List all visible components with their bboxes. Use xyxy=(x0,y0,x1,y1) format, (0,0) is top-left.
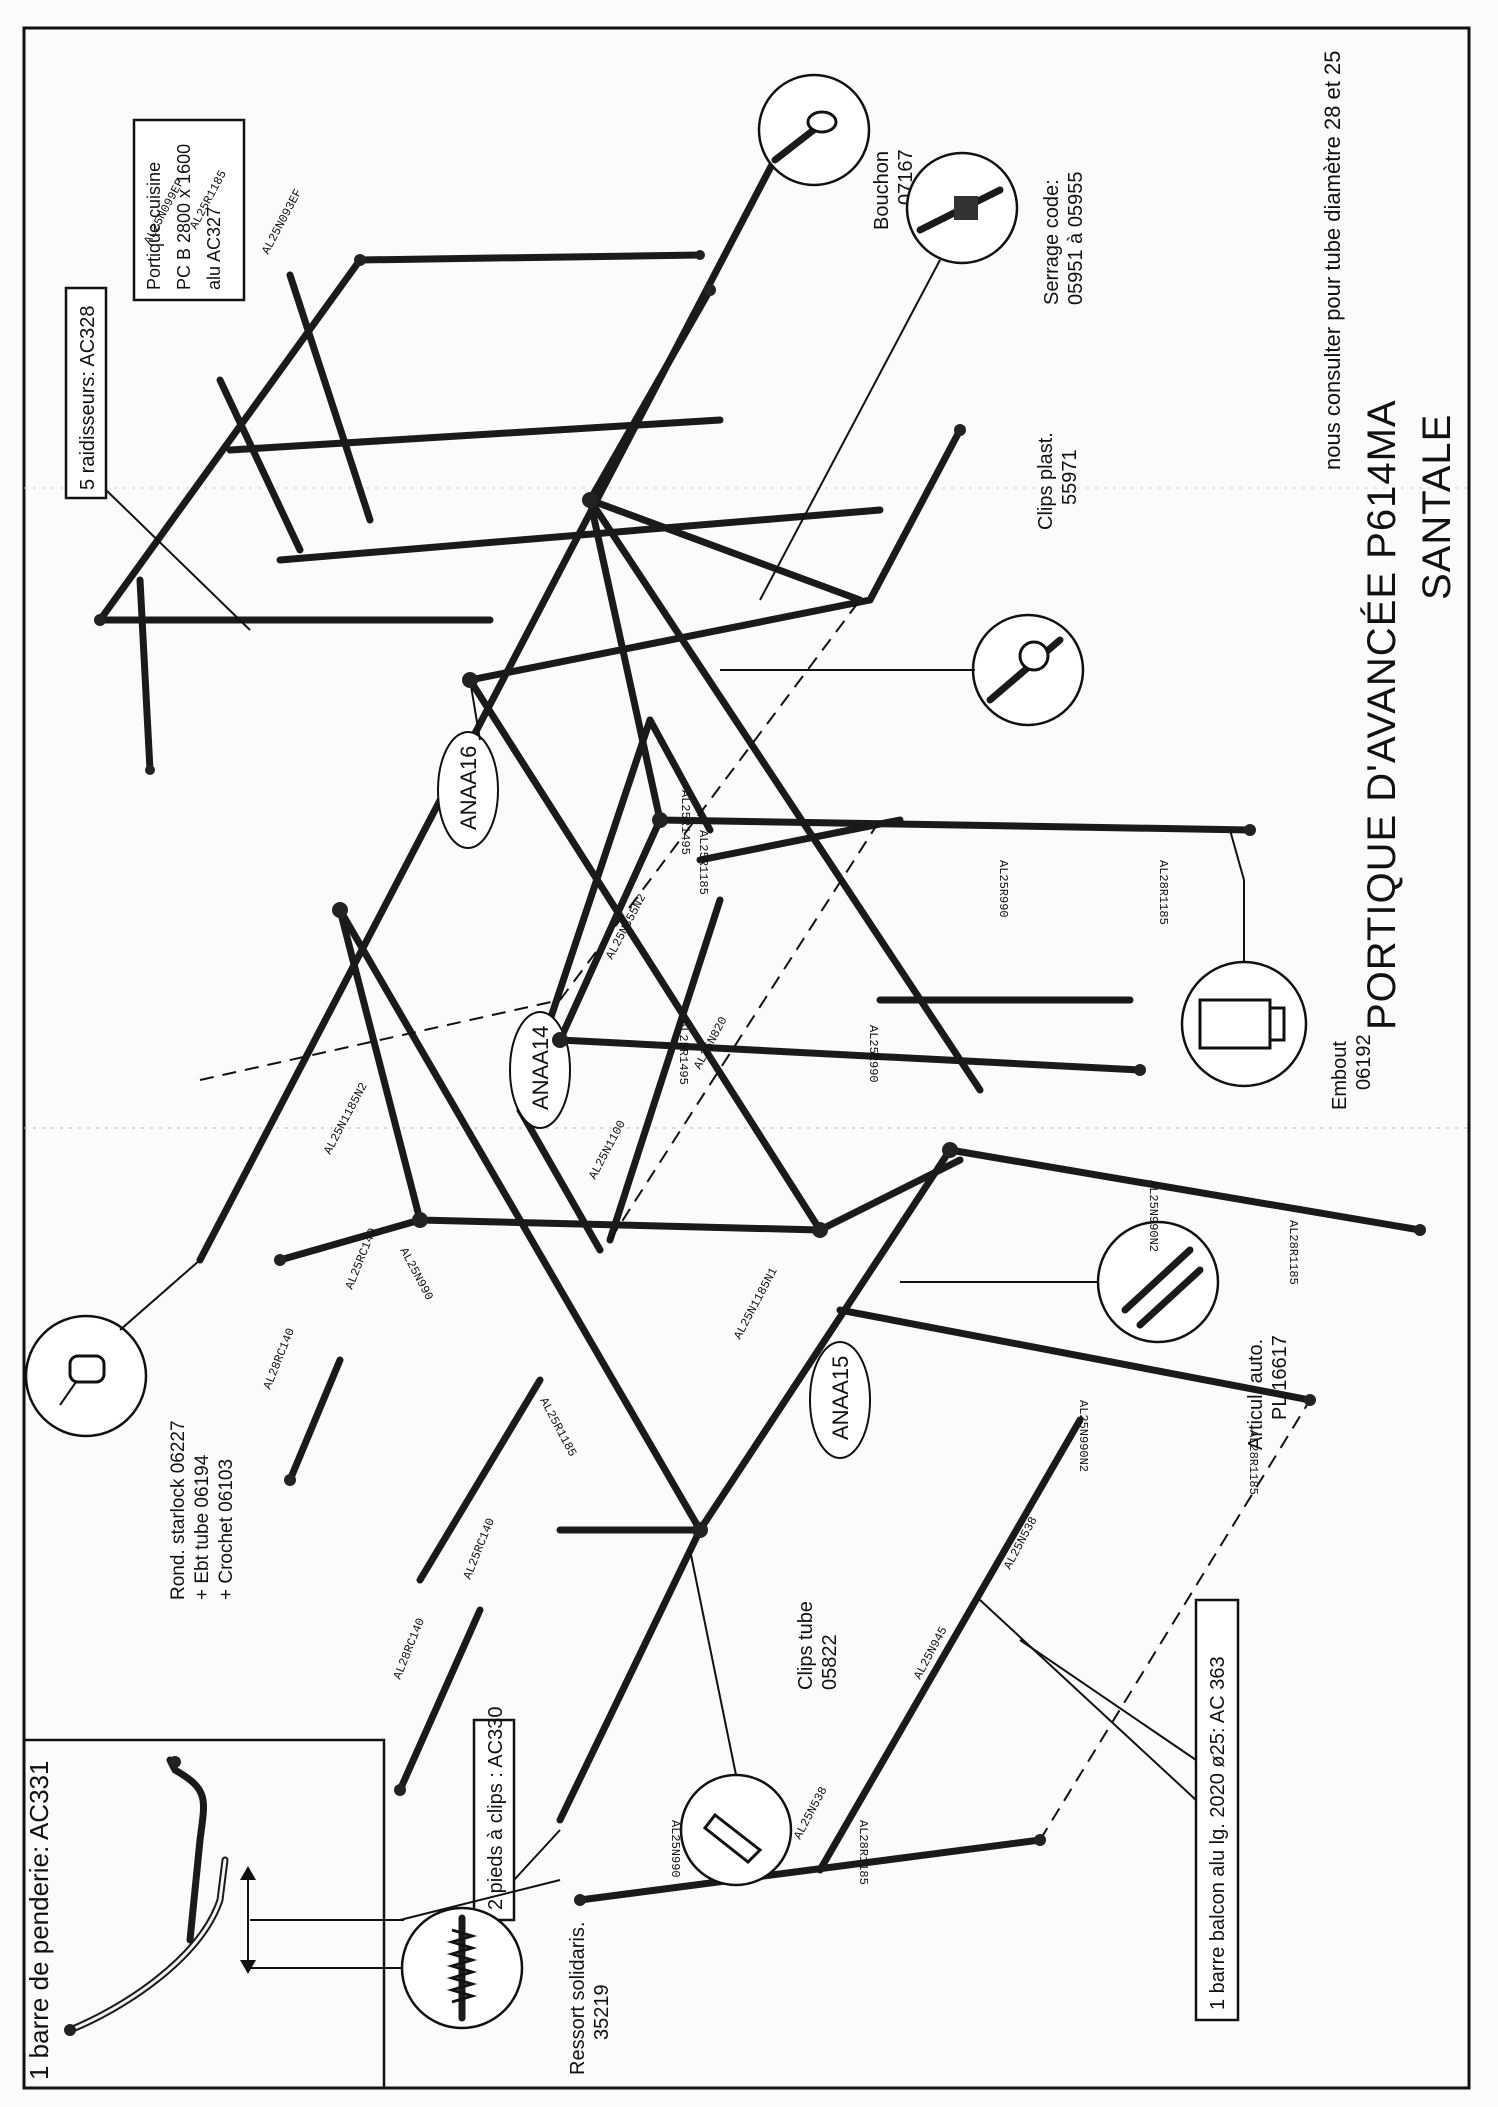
detail-rond: Rond. starlock 06227 + Ebt tube 06194 + … xyxy=(24,1259,237,1600)
joint-anaa14: ANAA14 xyxy=(509,1011,571,1129)
svg-text:AL25R1495: AL25R1495 xyxy=(676,1020,690,1085)
joint-anaa16: ANAA16 xyxy=(437,679,499,849)
callout-pieds: 2 pieds à clips : AC330 xyxy=(472,1707,561,1922)
svg-text:AL25N990: AL25N990 xyxy=(668,1820,682,1878)
sheet-border xyxy=(22,26,1471,2090)
svg-text:Portique cuisine: Portique cuisine xyxy=(144,162,164,290)
svg-text:55971: 55971 xyxy=(1059,449,1081,505)
diagram-title: PORTIQUE D'AVANCÉE P614MA xyxy=(1359,399,1404,1030)
svg-text:Clips tube: Clips tube xyxy=(795,1601,817,1690)
svg-text:ANAA15: ANAA15 xyxy=(828,1356,853,1440)
dashed-guides xyxy=(199,599,1311,1841)
callout-raidisseurs: 5 raidisseurs: AC328 xyxy=(64,286,251,631)
svg-text:AL28R1185: AL28R1185 xyxy=(1156,860,1170,925)
svg-text:Embout: Embout xyxy=(1329,1041,1351,1110)
svg-text:05951 à 05955: 05951 à 05955 xyxy=(1065,172,1087,305)
svg-text:1 barre balcon alu lg. 2020 ø2: 1 barre balcon alu lg. 2020 ø25: AC 363 xyxy=(1207,1656,1229,2010)
svg-text:Bouchon: Bouchon xyxy=(871,151,893,230)
svg-text:05822: 05822 xyxy=(819,1634,841,1690)
svg-text:AL25N093EF: AL25N093EF xyxy=(259,187,305,257)
svg-text:Serrage code:: Serrage code: xyxy=(1041,179,1063,305)
diagram-subtitle: SANTALE xyxy=(1415,414,1459,600)
svg-text:35219: 35219 xyxy=(591,1984,613,2040)
svg-text:AL25R1185: AL25R1185 xyxy=(536,1395,579,1459)
detail-clips-tube: Clips tube 05822 xyxy=(679,1549,841,1887)
callout-balcon: 1 barre balcon alu lg. 2020 ø25: AC 363 xyxy=(979,1598,1240,2022)
svg-text:Ressort solidaris.: Ressort solidaris. xyxy=(567,1922,589,2075)
svg-text:AL25R990: AL25R990 xyxy=(866,1025,880,1083)
penderie-inset: 1 barre de penderie: AC331 xyxy=(22,1738,404,2090)
frame-nodes xyxy=(94,250,1426,1906)
svg-text:AL28RC140: AL28RC140 xyxy=(261,1326,298,1391)
svg-text:+ Ebt tube 06194: + Ebt tube 06194 xyxy=(192,1454,213,1600)
joint-anaa15: ANAA15 xyxy=(809,1341,871,1459)
svg-text:+ Crochet 06103: + Crochet 06103 xyxy=(216,1459,237,1600)
frame-tubes xyxy=(96,126,1424,1904)
tube-labels: AL25N099EF AL25R1185 AL25N093EF AL25N118… xyxy=(141,168,1300,1885)
svg-text:AL25N1185N1: AL25N1185N1 xyxy=(731,1265,781,1342)
svg-text:5 raidisseurs: AC328: 5 raidisseurs: AC328 xyxy=(77,305,99,490)
svg-text:AL25N990N2: AL25N990N2 xyxy=(1076,1400,1090,1472)
svg-text:AL25N990: AL25N990 xyxy=(396,1245,435,1302)
svg-text:AL28R1185: AL28R1185 xyxy=(856,1820,870,1885)
title-block: PORTIQUE D'AVANCÉE P614MA SANTALE nous c… xyxy=(1320,51,1459,1031)
callout-cuisine: Portique cuisine PC B 2800 x 1600 alu AC… xyxy=(132,118,246,302)
svg-text:AL28R1185: AL28R1185 xyxy=(1246,1430,1260,1495)
svg-text:AL25N990N2: AL25N990N2 xyxy=(1146,1180,1160,1252)
svg-text:ANAA14: ANAA14 xyxy=(528,1026,553,1110)
svg-text:06192: 06192 xyxy=(1353,1034,1375,1090)
svg-text:ANAA16: ANAA16 xyxy=(456,746,481,830)
detail-ressort: Ressort solidaris. 35219 xyxy=(250,1879,613,2075)
detail-serrage: Serrage code: 05951 à 05955 xyxy=(759,151,1087,601)
svg-text:alu AC327: alu AC327 xyxy=(204,207,224,290)
svg-text:2 pieds à clips : AC330: 2 pieds à clips : AC330 xyxy=(485,1707,507,1910)
svg-text:AL25R1495: AL25R1495 xyxy=(678,790,692,855)
detail-articul: Articul. auto. PL 16617 xyxy=(900,1220,1291,1450)
svg-text:AL25RC140: AL25RC140 xyxy=(461,1516,498,1581)
svg-text:PL 16617: PL 16617 xyxy=(1269,1335,1291,1420)
svg-text:Clips plast.: Clips plast. xyxy=(1035,432,1057,530)
svg-text:AL28RC140: AL28RC140 xyxy=(391,1616,428,1681)
consult-note: nous consulter pour tube diamètre 28 et … xyxy=(1320,51,1345,471)
penderie-callout: 1 barre de penderie: AC331 xyxy=(24,1761,54,2080)
svg-text:Rond. starlock 06227: Rond. starlock 06227 xyxy=(168,1420,189,1600)
svg-text:AL25N538: AL25N538 xyxy=(791,1784,830,1841)
svg-text:Articul. auto.: Articul. auto. xyxy=(1245,1339,1267,1450)
detail-bouchon: Bouchon 07167 xyxy=(757,73,917,230)
svg-text:AL28R1185: AL28R1185 xyxy=(1286,1220,1300,1285)
svg-text:PC B 2800 x 1600: PC B 2800 x 1600 xyxy=(174,144,194,290)
svg-text:AL25R990: AL25R990 xyxy=(996,860,1010,918)
detail-clips-plast: Clips plast. 55971 xyxy=(720,432,1085,727)
detail-embout: Embout 06192 xyxy=(1180,829,1375,1110)
svg-text:AL25R1185: AL25R1185 xyxy=(696,830,710,895)
svg-text:AL25N1185N2: AL25N1185N2 xyxy=(321,1080,371,1157)
